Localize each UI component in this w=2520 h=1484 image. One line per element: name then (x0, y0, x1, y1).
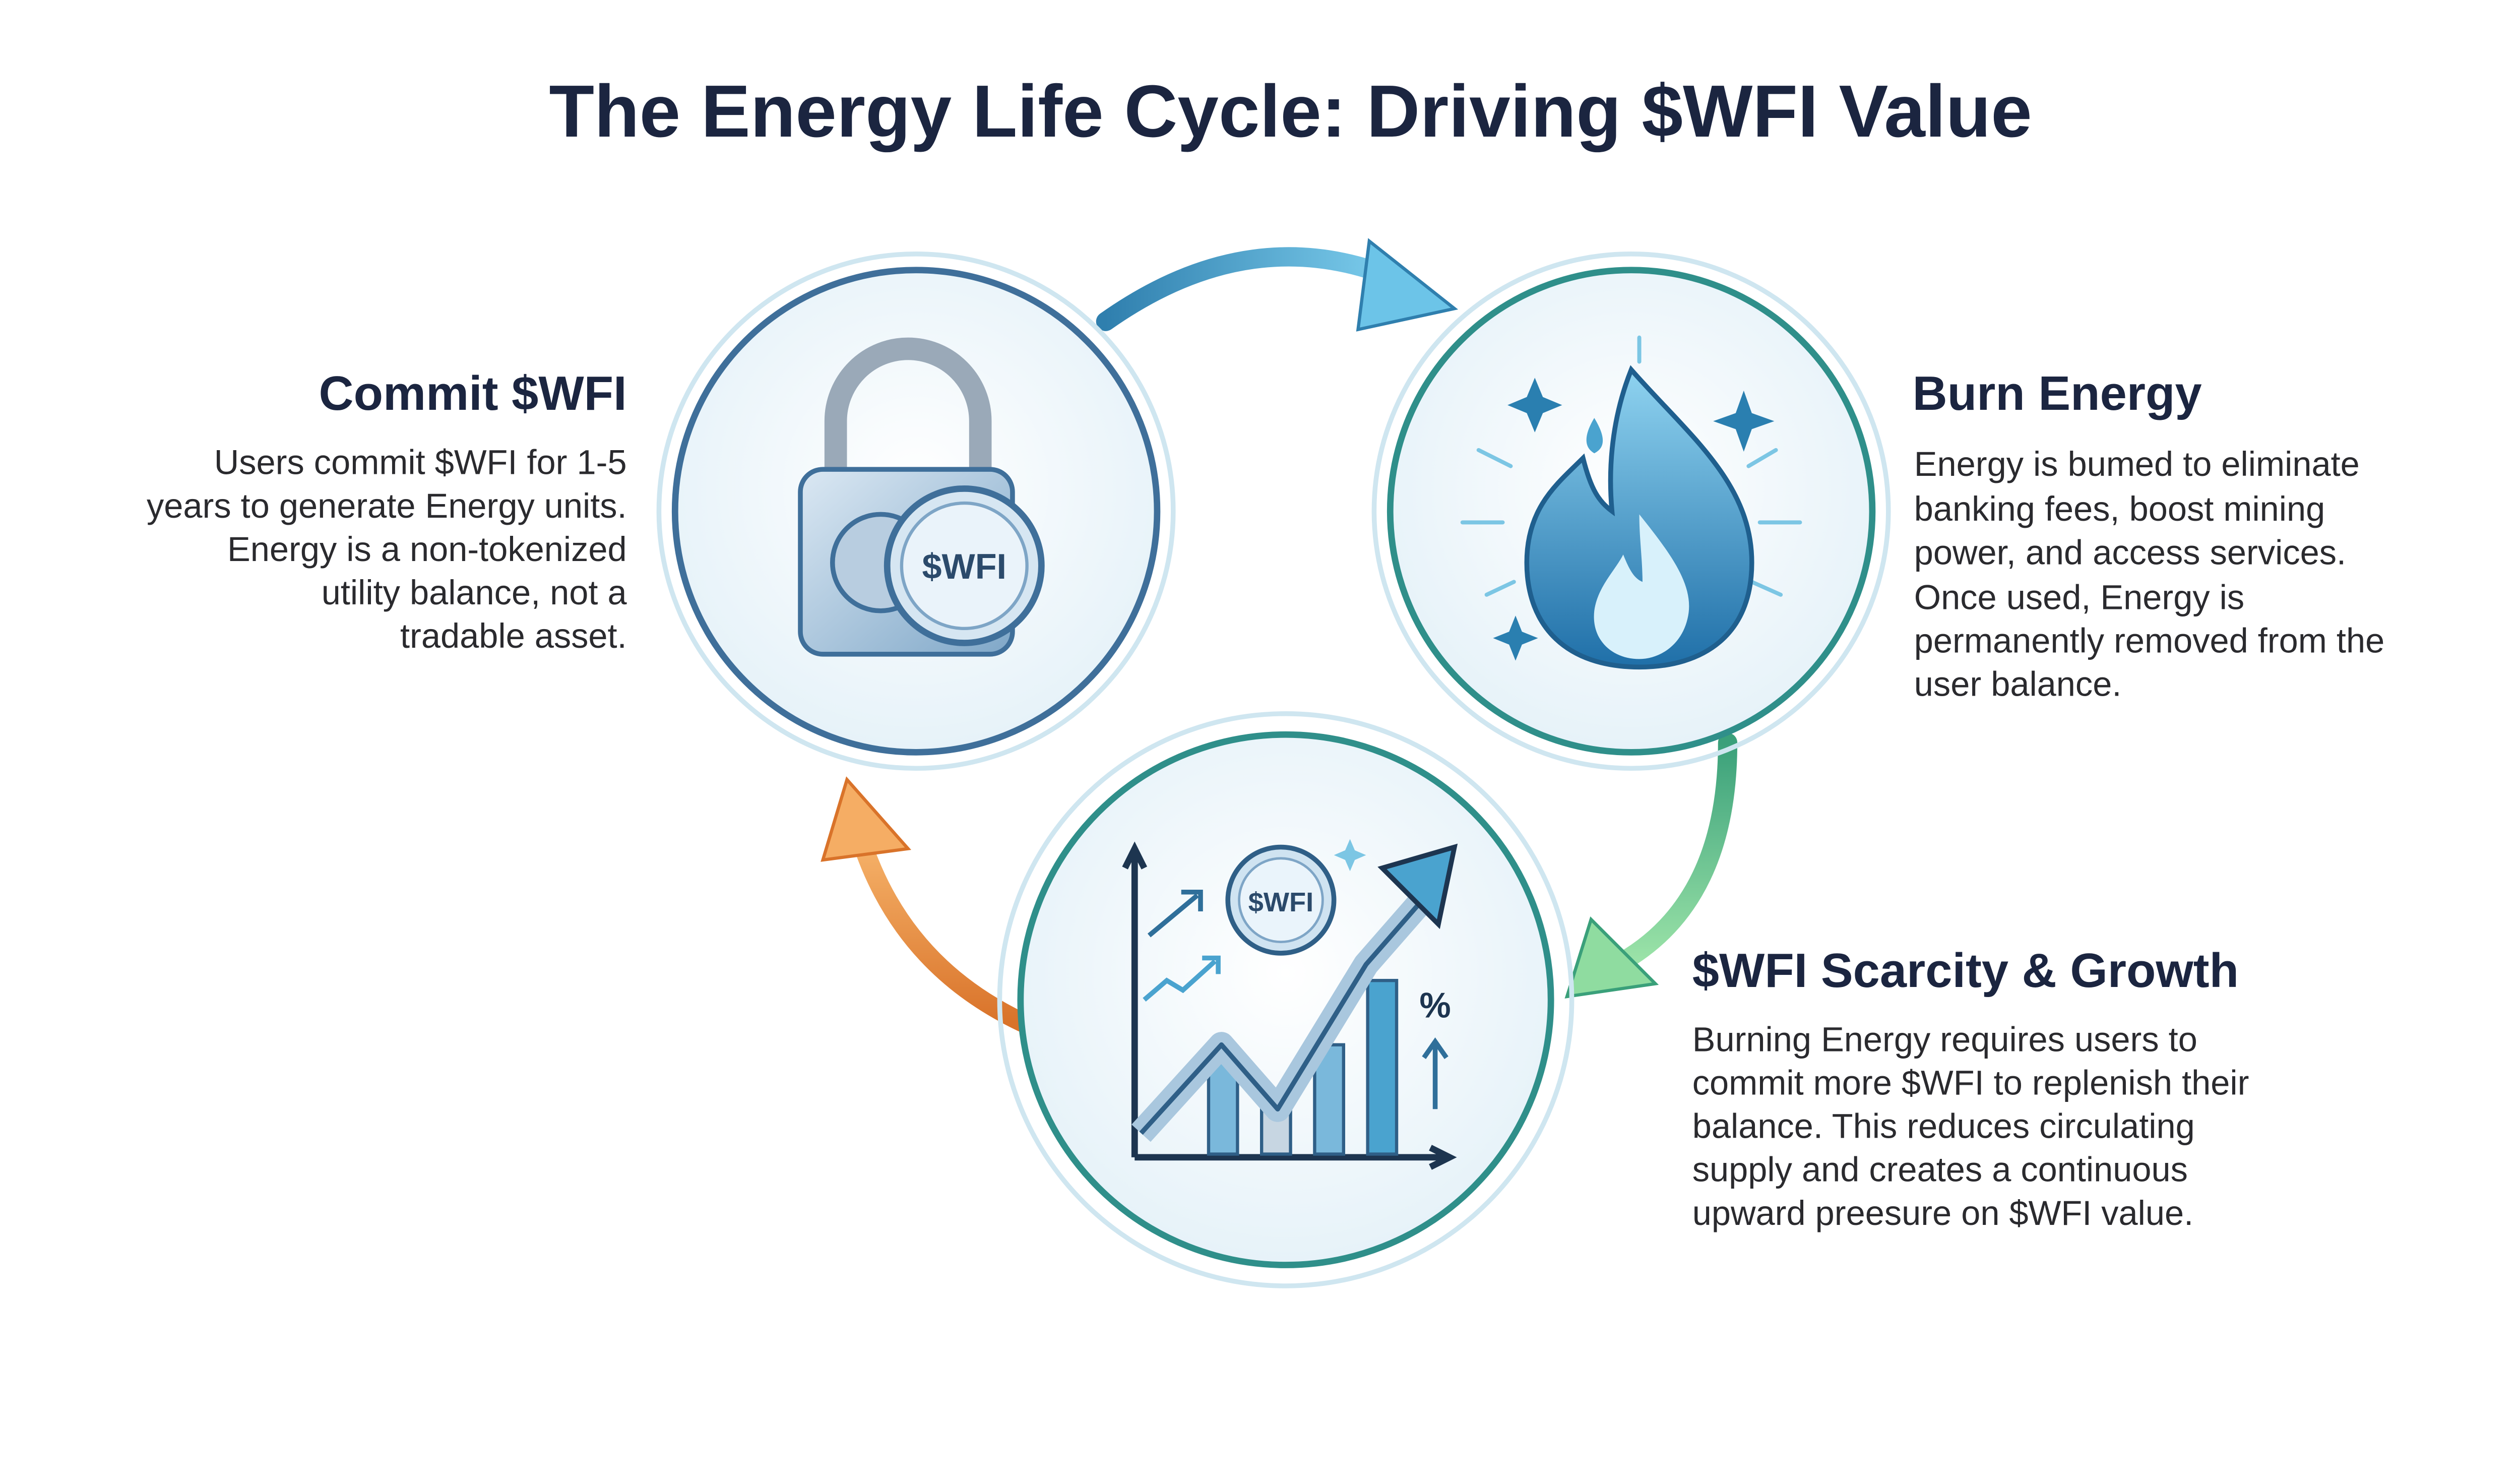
commit-line: tradable asset. (400, 616, 627, 655)
commit-line: years to generate Energy units. (147, 486, 627, 525)
growth-chart-icon: % $WFI (1122, 839, 1458, 1170)
growth-line: supply and creates a continuous (1692, 1150, 2188, 1189)
flame-icon (1460, 335, 1802, 670)
burn-line: user balance. (1914, 665, 2122, 704)
commit-step-text: Commit $WFI Users commit $WFI for 1-5 ye… (147, 366, 627, 655)
commit-heading: Commit $WFI (319, 366, 627, 420)
growth-line: upward preesure on $WFI value. (1692, 1194, 2193, 1232)
arrow-growth-to-commit (821, 776, 1032, 1032)
energy-cycle-diagram: The Energy Life Cycle: Driving $WFI Valu… (147, 70, 2385, 1288)
burn-step-circle (1371, 252, 1891, 771)
commit-step-circle: $WFI (656, 252, 1176, 771)
burn-line: permanently removed from the (1914, 622, 2384, 660)
page-title: The Energy Life Cycle: Driving $WFI Valu… (549, 70, 2032, 153)
burn-line: banking fees, boost mining (1914, 489, 2325, 528)
burn-line: Once used, Energy is (1914, 578, 2244, 617)
arrow-commit-to-burn (1096, 238, 1459, 332)
growth-step-text: $WFI Scarcity & Growth Burning Energy re… (1692, 944, 2249, 1232)
commit-line: utility balance, not a (322, 573, 627, 612)
growth-line: commit more $WFI to replenish their (1692, 1064, 2249, 1102)
burn-line: power, and access services. (1914, 533, 2346, 572)
commit-line: Energy is a non-tokenized (227, 530, 627, 569)
coin-label: $WFI (1248, 887, 1313, 917)
padlock-coin-icon: $WFI (798, 337, 1045, 657)
growth-step-circle: % $WFI (997, 711, 1574, 1288)
growth-line: Burning Energy requires users to (1692, 1020, 2197, 1059)
arrow-burn-to-growth (1564, 733, 1738, 999)
burn-step-text: Burn Energy Energy is bumed to eliminate… (1913, 366, 2385, 704)
burn-line: Energy is bumed to eliminate (1914, 445, 2360, 483)
growth-line: balance. This reduces circulating (1692, 1107, 2195, 1146)
burn-heading: Burn Energy (1913, 366, 2202, 420)
commit-line: Users commit $WFI for 1-5 (214, 443, 627, 482)
growth-heading: $WFI Scarcity & Growth (1692, 944, 2239, 998)
coin-label: $WFI (922, 546, 1006, 586)
percent-label: % (1419, 985, 1451, 1025)
